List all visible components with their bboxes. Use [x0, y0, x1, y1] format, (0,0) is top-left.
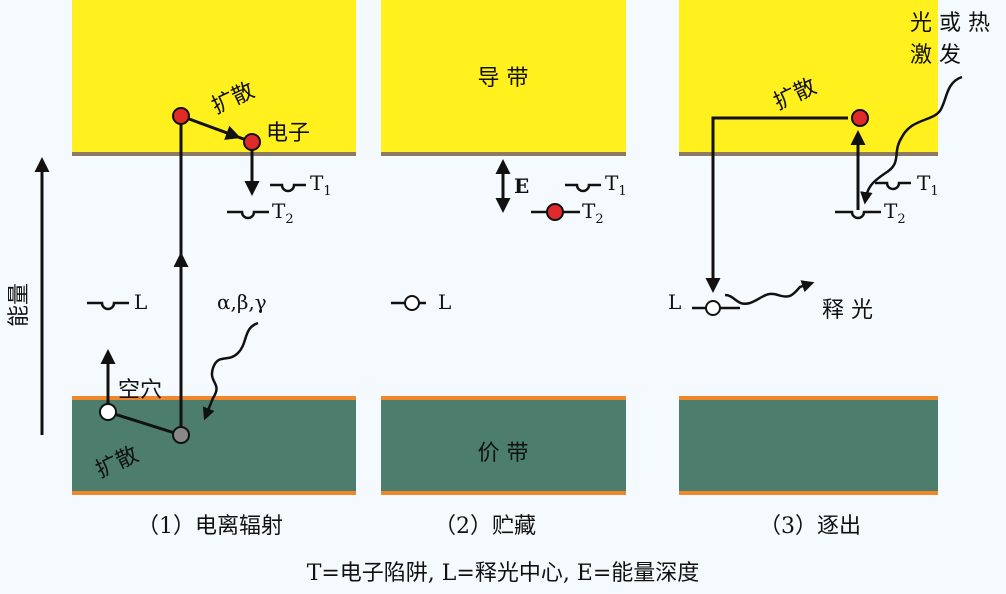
trapped-electron-icon [546, 203, 564, 221]
panel-ionizing-radiation: 扩散 电子 T1 T2 L α,β,γ 空穴 扩散 （1）电离辐射 [87, 78, 332, 539]
ionized-site-icon [172, 426, 190, 444]
panel2-bands [381, 0, 626, 495]
valence-band-bottom-edge [72, 491, 356, 495]
emission-wave-arrow [724, 280, 815, 306]
energy-axis-label: 能量 [7, 283, 32, 327]
conduction-band-label: 导 带 [478, 66, 529, 91]
l-label: L [134, 290, 147, 314]
hole-diffuse-line [107, 410, 182, 437]
legend-text: T=电子陷阱, L=释光中心, E=能量深度 [307, 561, 700, 586]
t2-label: T2 [582, 199, 604, 227]
trap-t2-icon [227, 210, 269, 220]
valence-band-label: 价 带 [478, 441, 529, 466]
hole-label: 空穴 [118, 378, 162, 403]
diffuse-path-arrow [705, 116, 848, 293]
excitation-label-1: 光 或 热 [910, 11, 990, 36]
luminescence-center-icon [87, 301, 129, 311]
electron-icon [172, 107, 190, 125]
trap-t1-icon [875, 181, 911, 191]
conduction-band-edge [381, 152, 626, 156]
panel-eviction: 光 或 热 激 发 扩散 T1 T2 L 释 光 （3）逐出 [668, 11, 990, 539]
excitation-label-2: 激 发 [910, 43, 961, 68]
electron-icon [243, 133, 261, 151]
luminescence-center-icon [705, 300, 721, 316]
energy-depth-label: E [514, 174, 529, 198]
conduction-band-edge [72, 152, 356, 156]
panel1-bands [72, 0, 356, 495]
emission-label: 释 光 [822, 298, 873, 323]
panel-storage: 导 带 价 带 E T1 T2 L （2）贮藏 [391, 66, 627, 539]
hole-icon [99, 403, 117, 421]
l-label: L [438, 290, 451, 314]
valence-band [679, 396, 938, 495]
t1-label: T1 [310, 171, 332, 199]
valence-band-bottom-edge [381, 491, 626, 495]
conduction-band [381, 0, 626, 152]
radiation-wave-arrow [202, 321, 259, 421]
panel2-caption: （2）贮藏 [434, 514, 536, 539]
panel1-caption: （1）电离辐射 [137, 514, 283, 539]
panel3-caption: （3）逐出 [759, 514, 861, 539]
electron-label: 电子 [266, 121, 310, 146]
conduction-band-edge [679, 152, 938, 156]
t2-label: T2 [272, 199, 294, 227]
l-label: L [668, 290, 681, 314]
conduction-band [679, 0, 938, 152]
valence-band [381, 396, 626, 495]
valence-band-edge [381, 396, 626, 400]
t1-label: T1 [605, 171, 627, 199]
valence-band-bottom-edge [679, 491, 938, 495]
trap-t1-icon [565, 183, 601, 193]
t1-label: T1 [917, 171, 939, 199]
electron-icon [851, 109, 869, 127]
diffuse-arrow [180, 114, 241, 140]
valence-band-edge [679, 396, 938, 400]
panel3-bands [679, 0, 938, 495]
excitation-wave-arrow [860, 75, 963, 205]
t2-label: T2 [884, 199, 906, 227]
trap-t1-icon [270, 183, 306, 193]
luminescence-center-hole-icon [404, 295, 420, 311]
radiation-label: α,β,γ [217, 290, 267, 314]
trap-t2-icon [835, 210, 881, 220]
